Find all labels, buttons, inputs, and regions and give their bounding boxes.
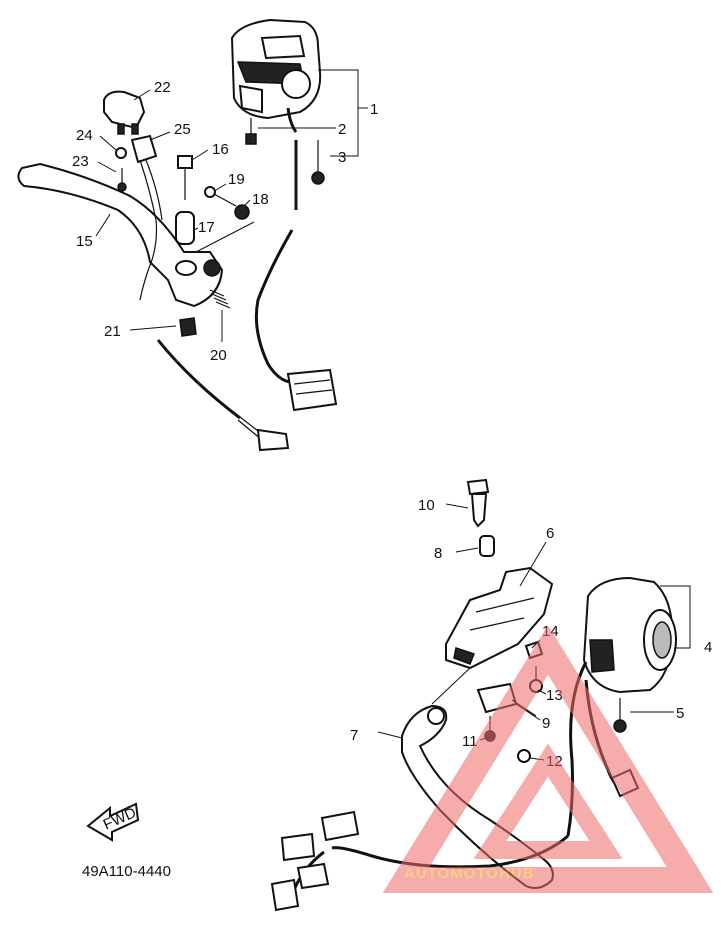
callout-21: 21: [104, 323, 121, 340]
cap-21: [179, 317, 197, 337]
clutch-switch-22: [103, 90, 146, 135]
callout-1: 1: [370, 101, 378, 118]
callout-24: 24: [76, 127, 93, 144]
callout-20: 20: [210, 347, 227, 364]
watermark: AUTOMOTOHUB: [382, 625, 714, 893]
nut-12: [517, 749, 531, 763]
watermark-text: AUTOMOTOHUB: [404, 865, 534, 882]
callout-2: 2: [338, 121, 346, 138]
callout-7: 7: [350, 727, 358, 744]
spring-20: [209, 289, 231, 309]
callout-9: 9: [542, 715, 550, 732]
bolt-16: [177, 155, 193, 200]
part-code: 49A110-4440: [82, 863, 171, 880]
callout-5: 5: [676, 705, 684, 722]
callout-19: 19: [228, 171, 245, 188]
left-handlebar-switch: [230, 18, 338, 412]
callout-6: 6: [546, 525, 554, 542]
watermark-triangle-icon: [382, 625, 714, 893]
callout-8: 8: [434, 545, 442, 562]
clutch-wire: [156, 339, 290, 452]
callout-10: 10: [418, 497, 435, 514]
watermark-inner-triangle-icon: [473, 743, 623, 859]
bolt-19: [204, 186, 237, 207]
callout-3: 3: [338, 149, 346, 166]
callout-17: 17: [198, 219, 215, 236]
washer-24: [115, 147, 127, 159]
clutch-lever: [17, 162, 224, 308]
bracket-6: [445, 566, 554, 670]
nut-18: [234, 204, 250, 220]
screw-5: [613, 698, 627, 733]
screw-part-3: [311, 140, 325, 185]
callout-22: 22: [154, 79, 171, 96]
screw-23: [117, 168, 127, 192]
callout-25: 25: [174, 121, 191, 138]
callout-4: 4: [704, 639, 712, 656]
connector-25: [130, 134, 163, 301]
callout-18: 18: [252, 191, 269, 208]
fwd-arrow-icon: FWD: [86, 802, 140, 842]
collar-8: [479, 535, 495, 557]
callout-23: 23: [72, 153, 89, 170]
callout-16: 16: [212, 141, 229, 158]
callout-15: 15: [76, 233, 93, 250]
screw-part-2: [245, 118, 257, 145]
collar-17: [175, 211, 195, 245]
pivot-bolt-10: [466, 478, 490, 528]
